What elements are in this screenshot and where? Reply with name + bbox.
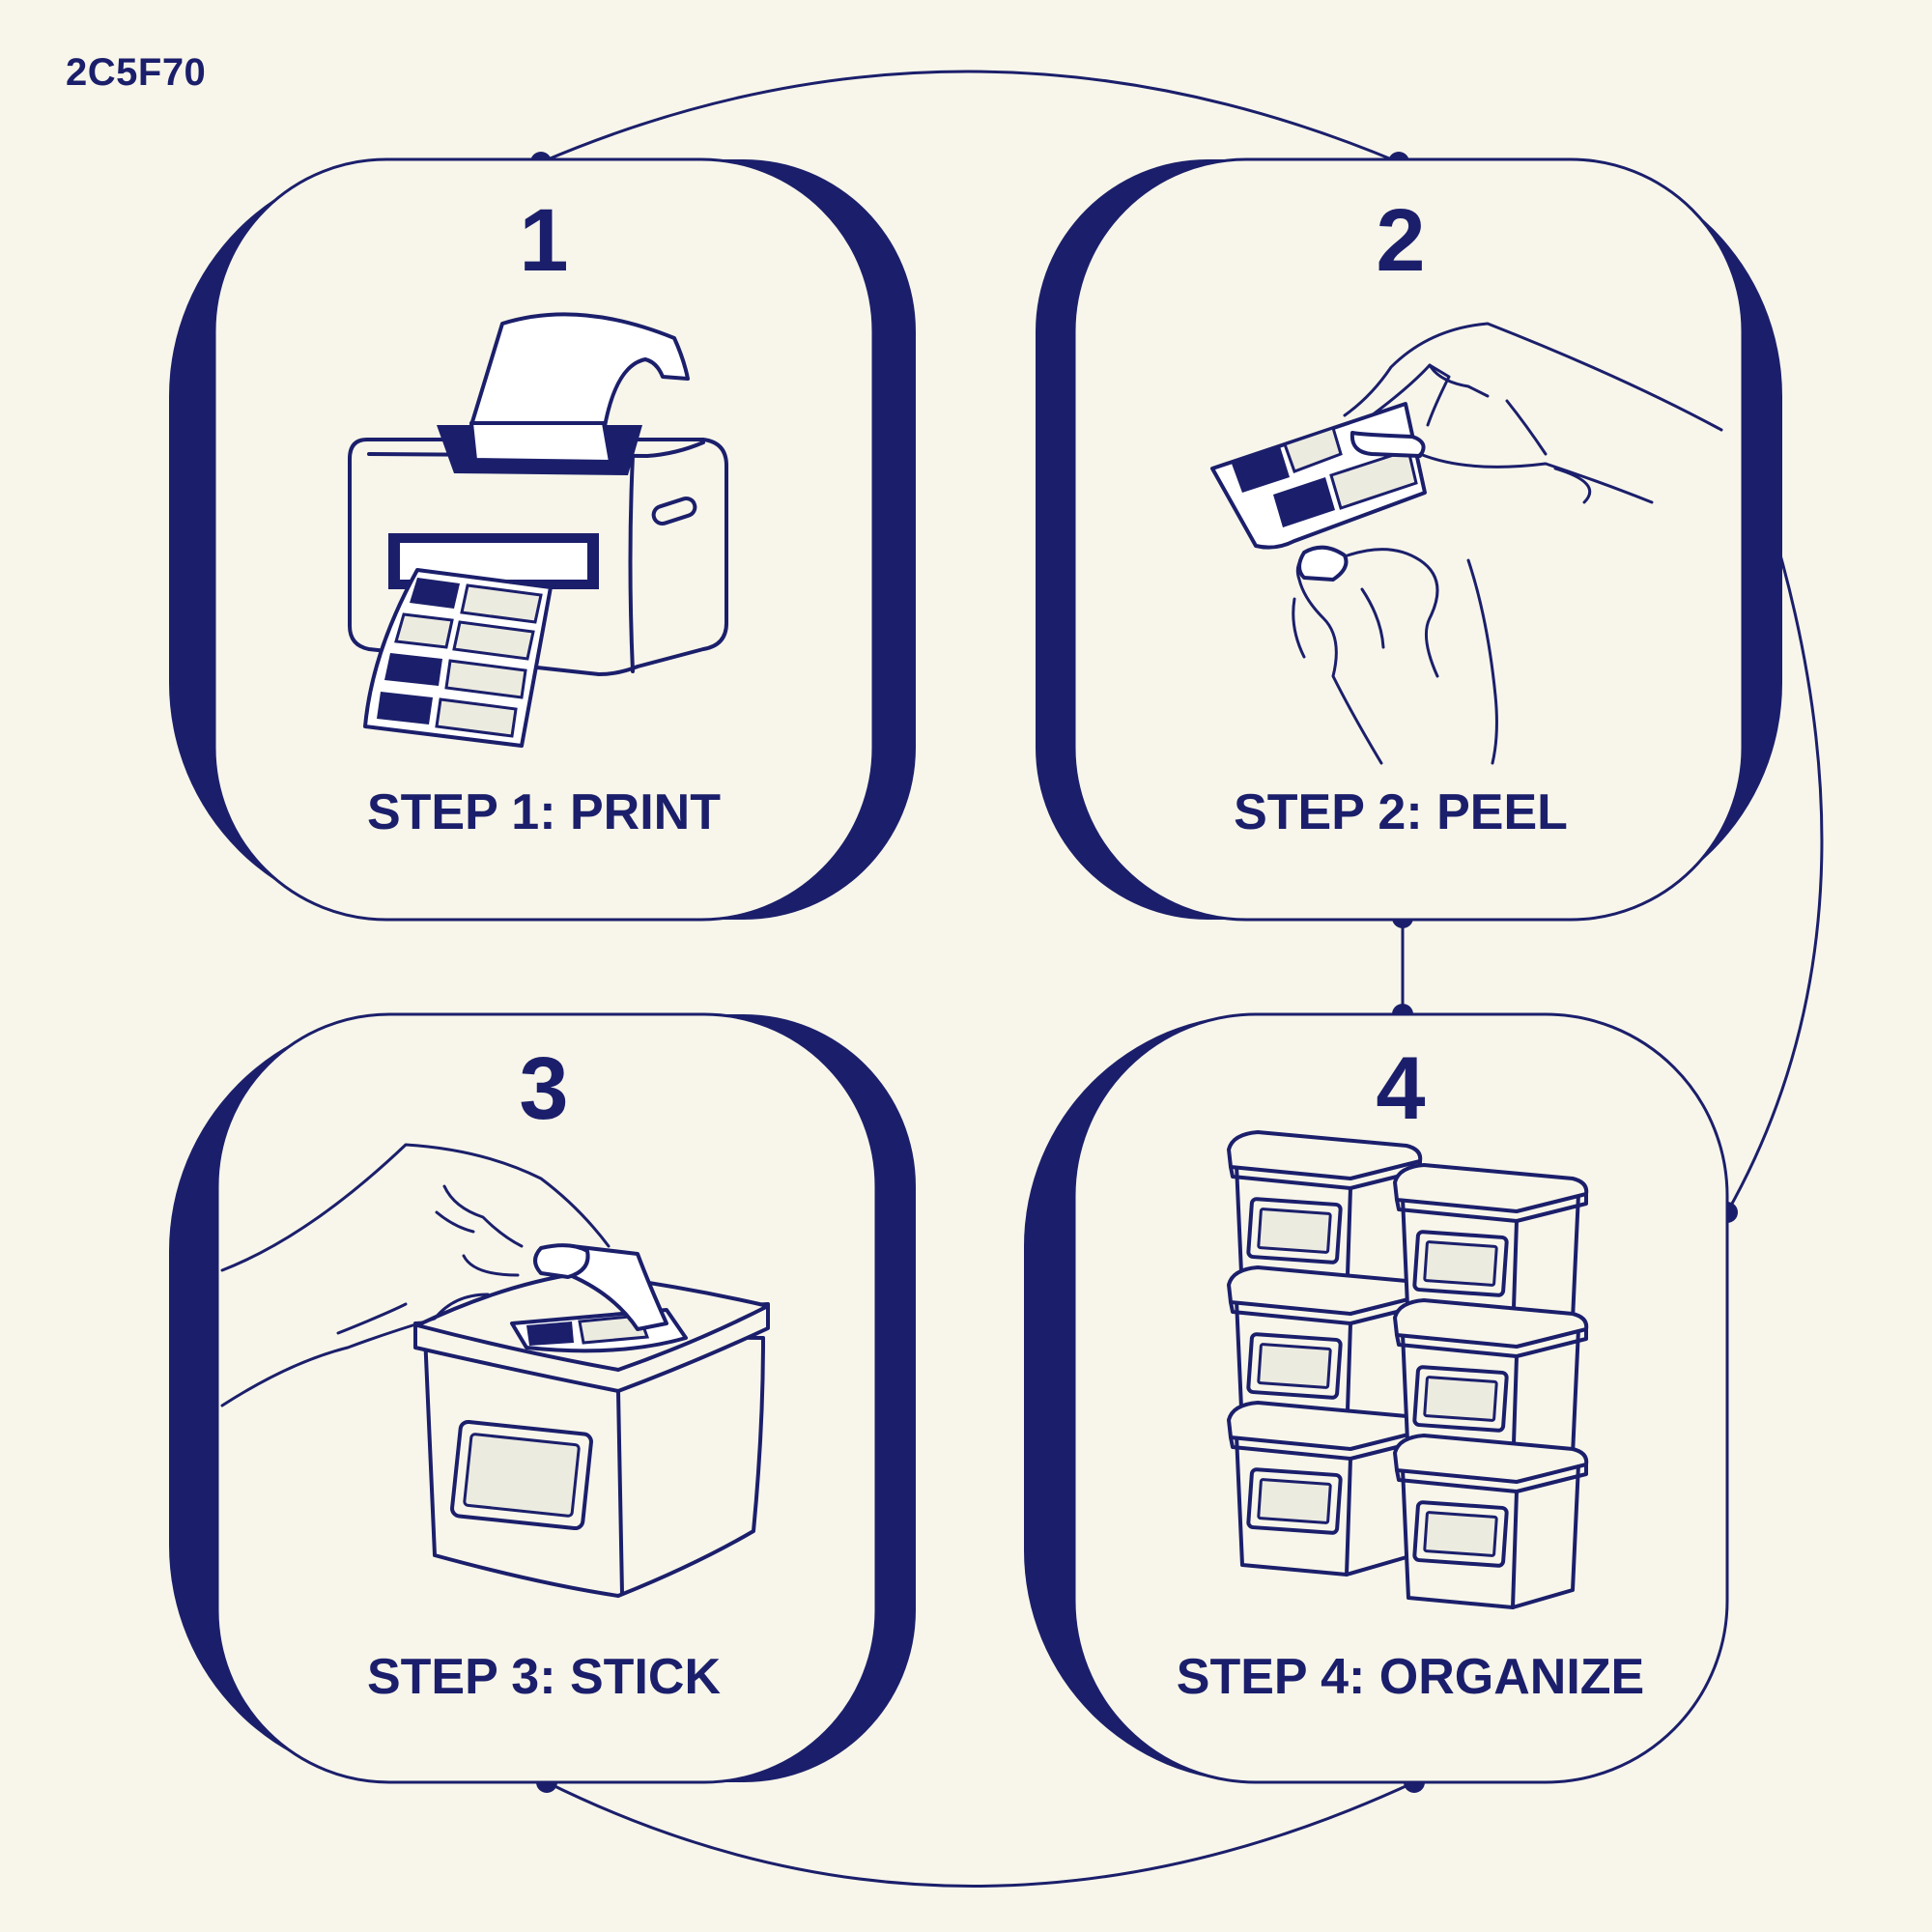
hand-sticking-label-on-box-icon	[220, 1143, 770, 1598]
stacked-containers-icon	[1227, 1130, 1589, 1609]
container-6	[1393, 1434, 1589, 1609]
step-3-caption: STEP 3: STICK	[367, 1649, 721, 1705]
step-4-caption: STEP 4: ORGANIZE	[1177, 1649, 1644, 1705]
step-3-number: 3	[519, 1039, 568, 1138]
hand-peeling-label-icon	[1210, 322, 1723, 765]
step-4-number: 4	[1376, 1039, 1425, 1138]
step-1-card: 1	[169, 157, 916, 922]
step-1-caption: STEP 1: PRINT	[367, 784, 721, 840]
step-4-card: 4 STEP 4: ORGANIZE	[1024, 1012, 1729, 1784]
corner-code: 2C5F70	[66, 51, 206, 94]
step-2-number: 2	[1376, 191, 1425, 290]
step-2-caption: STEP 2: PEEL	[1234, 784, 1568, 840]
step-2-card: 2 STEP 2: PEEL	[1036, 157, 1782, 922]
label-printer-icon	[348, 312, 728, 748]
container-3	[1227, 1401, 1423, 1577]
step-1-number: 1	[519, 191, 568, 290]
step-3-card: 3 STEP 3: STICK	[169, 1012, 916, 1784]
